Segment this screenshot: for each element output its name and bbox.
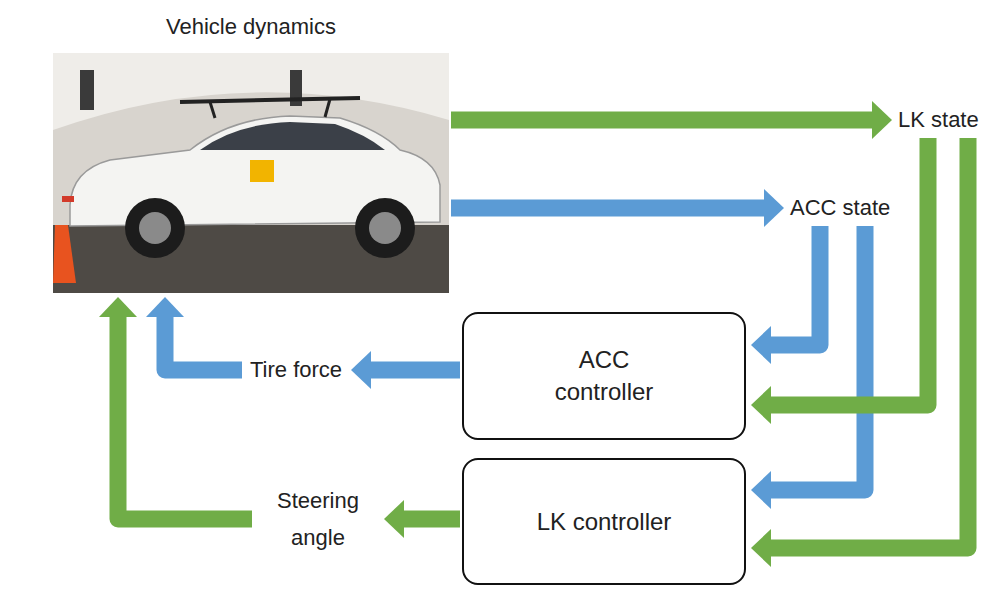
person	[80, 70, 94, 110]
controller-name: LK controller	[537, 506, 672, 538]
signal-arrow	[751, 226, 865, 509]
wheel	[355, 198, 415, 258]
vehicle-photo-node: Vehicle dynamics	[53, 14, 449, 293]
signal-name: Steering angle	[260, 482, 376, 556]
photo-ground	[53, 53, 449, 293]
signal-arrow	[751, 138, 928, 424]
signal-arrow	[146, 297, 242, 370]
signal-name: Tire force	[250, 356, 343, 384]
signal-label: Steering angle	[260, 482, 376, 556]
traffic-cone	[53, 225, 76, 283]
arrow-shaft	[770, 138, 928, 405]
state-label: LK state	[898, 106, 979, 134]
arrow-head	[99, 297, 137, 317]
wheel	[125, 198, 185, 258]
roof-rack	[210, 102, 215, 118]
roof-rack	[180, 98, 360, 102]
car-logo	[250, 160, 274, 182]
arrow-head	[146, 297, 184, 317]
arrow-head	[751, 529, 771, 567]
arrow-shaft	[451, 200, 765, 217]
arrow-shaft	[770, 226, 865, 490]
arrow-shaft	[451, 112, 873, 129]
signal-arrow	[351, 351, 460, 389]
state-label: ACC state	[790, 194, 891, 222]
arrow-shaft	[403, 511, 460, 528]
arrow-head	[872, 101, 892, 139]
arrow-head	[751, 326, 771, 364]
arrow-head	[751, 471, 771, 509]
signal-arrow	[751, 226, 820, 364]
arrow-head	[764, 189, 784, 227]
signal-name: LK state	[898, 106, 979, 134]
signal-label: Tire force	[250, 356, 343, 384]
arrow-shaft	[770, 138, 968, 548]
controller-name: ACC controller	[529, 344, 679, 408]
controller-box: LK controller	[462, 458, 746, 585]
signal-arrow	[451, 101, 892, 139]
roof-rack	[325, 99, 330, 117]
arrow-shaft	[118, 316, 252, 519]
car-windows	[200, 122, 385, 150]
arrow-head	[751, 386, 771, 424]
arrow-head	[351, 351, 371, 389]
tent-ceiling	[53, 53, 449, 130]
wheel-rim	[139, 212, 171, 244]
signal-arrow	[384, 500, 460, 538]
signal-arrow	[751, 138, 968, 567]
arrow-shaft	[770, 226, 820, 345]
controller-box: ACC controller	[462, 312, 746, 440]
arrow-shaft	[165, 316, 242, 370]
tail-light	[62, 196, 74, 202]
wheel-rim	[369, 212, 401, 244]
signal-arrow	[99, 297, 252, 519]
signal-name: ACC state	[790, 194, 891, 222]
signal-arrow	[451, 189, 784, 227]
photo-heading: Vehicle dynamics	[53, 14, 449, 40]
arrow-shaft	[370, 362, 460, 379]
arrow-head	[384, 500, 404, 538]
